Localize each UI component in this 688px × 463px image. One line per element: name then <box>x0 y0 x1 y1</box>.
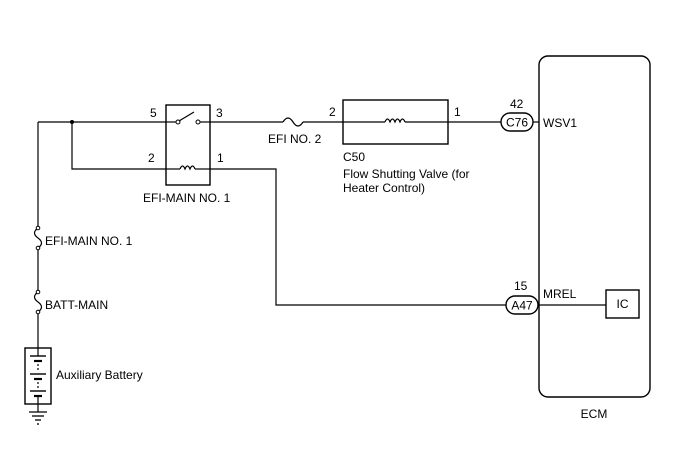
relay-label: EFI-MAIN NO. 1 <box>143 191 231 205</box>
relay-body <box>165 104 211 186</box>
fuse-terminal <box>35 245 41 251</box>
fuse-efi-main-no1-symbol <box>33 227 43 249</box>
valve-coil-symbol <box>384 118 406 124</box>
relay-pin-2: 2 <box>148 151 155 165</box>
ecm: ECM C76 42 WSV1 A47 15 MREL IC <box>500 55 651 421</box>
ecm-signal-mrel: MREL <box>543 287 577 301</box>
connector-a47-id: A47 <box>511 299 533 313</box>
relay-pin-1: 1 <box>217 151 224 165</box>
ic-label: IC <box>617 297 629 311</box>
fuse-efi-no2-symbol <box>282 117 304 127</box>
relay-coil-symbol <box>179 165 196 171</box>
relay-pin-5: 5 <box>150 106 157 120</box>
valve-connector-id: C50 <box>343 150 365 164</box>
auxiliary-battery: Auxiliary Battery <box>24 347 143 412</box>
valve-pin-1: 1 <box>454 105 461 119</box>
relay-efi-main-no1: 5 3 2 1 EFI-MAIN NO. 1 <box>143 104 231 205</box>
connector-c76 <box>500 112 534 132</box>
fuse-terminal <box>35 289 41 295</box>
flow-shutting-valve: 2 1 C50 Flow Shutting Valve (for Heater … <box>329 99 470 195</box>
relay-pin-3: 3 <box>216 106 223 120</box>
connector-c76-id: C76 <box>506 116 528 130</box>
ecm-label: ECM <box>581 407 608 421</box>
ic-block <box>605 289 640 319</box>
wire-relay-coil-feed <box>71 122 166 170</box>
wire-relay-to-a47 <box>210 168 506 306</box>
fuse-efi-no2-label: EFI NO. 2 <box>268 132 322 146</box>
valve-name-line2: Heater Control) <box>343 181 425 195</box>
fuse-terminal <box>35 225 41 231</box>
connector-c76-pin: 42 <box>510 97 524 111</box>
fuse-terminal <box>35 309 41 315</box>
ground-icon <box>29 411 47 425</box>
connector-a47-pin: 15 <box>514 279 528 293</box>
fuse-batt-main-symbol <box>33 291 43 313</box>
valve-pin-2: 2 <box>329 105 336 119</box>
ecm-body <box>538 55 651 398</box>
connector-a47 <box>505 295 539 315</box>
fuse-batt-main-label: BATT-MAIN <box>45 298 108 312</box>
valve-name-line1: Flow Shutting Valve (for <box>343 167 470 181</box>
ecm-signal-wsv1: WSV1 <box>543 116 577 130</box>
battery-label: Auxiliary Battery <box>56 368 143 382</box>
fuse-efi-main-no1-label: EFI-MAIN NO. 1 <box>45 234 133 248</box>
